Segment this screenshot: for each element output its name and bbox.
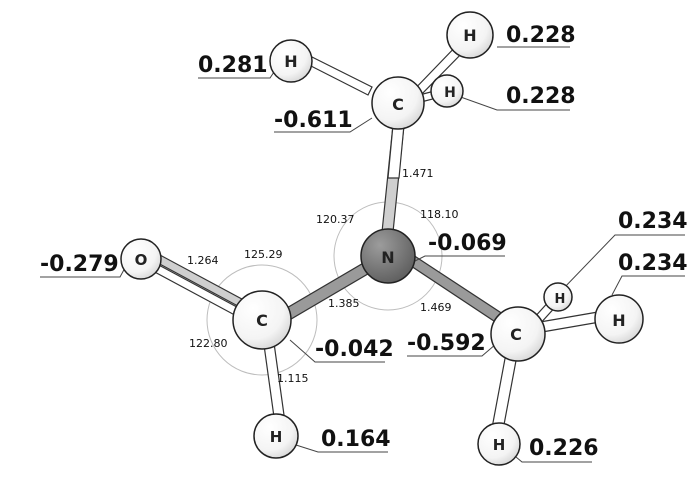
atom-h-right: H <box>594 294 644 344</box>
charge-h-right: 0.234 <box>618 251 688 276</box>
leader-h-bottom-left <box>295 444 388 453</box>
atom-h-top-right: H <box>446 11 494 59</box>
bond-length-n-c-top: 1.471 <box>402 167 434 180</box>
leader-h-right-back <box>561 234 685 291</box>
atom-label: H <box>493 436 506 454</box>
leader-c-right <box>407 343 497 357</box>
atom-label: H <box>444 85 456 101</box>
atom-label: H <box>270 428 283 446</box>
atom-c-top: C <box>371 76 425 130</box>
bond-length-c-h-left: 1.115 <box>277 372 309 385</box>
charge-h-right-back: 0.234 <box>618 209 688 234</box>
bond-c-o-1 <box>150 262 249 321</box>
angle-arc-carbonyl-carbon <box>206 264 318 376</box>
leader-h-top-back <box>454 94 570 111</box>
bond-length-n-c-right: 1.469 <box>420 301 452 314</box>
angle-o-c-h: 122.80 <box>189 337 228 350</box>
charge-labels: 0.281 0.228 0.228 -0.611 -0.069 -0.279 -… <box>40 23 688 461</box>
leader-h-right <box>611 275 685 296</box>
leader-c-left <box>289 339 385 363</box>
charge-n: -0.069 <box>428 231 507 256</box>
charge-h-bottom-left: 0.164 <box>321 427 391 452</box>
bond-length-n-c-left: 1.385 <box>328 297 360 310</box>
atom-n: N <box>360 228 416 284</box>
atom-h-bottom-right: H <box>477 422 521 466</box>
atom-label: N <box>381 248 394 267</box>
atoms: H H H C O C H N <box>120 11 644 466</box>
geometry-labels: 1.471 1.264 1.385 1.469 1.115 120.37 118… <box>187 167 459 385</box>
charge-c-right: -0.592 <box>407 331 486 356</box>
charge-h-top-back: 0.228 <box>506 84 576 109</box>
angle-o-c-n: 125.29 <box>244 248 283 261</box>
leader-c-top <box>274 117 373 133</box>
charge-h-bottom-right: 0.226 <box>529 436 599 461</box>
charge-c-top: -0.611 <box>274 108 353 133</box>
atom-h-right-back: H <box>543 282 573 312</box>
atom-label: H <box>463 26 476 45</box>
charge-h-top-right: 0.228 <box>506 23 576 48</box>
atom-label: O <box>135 251 148 269</box>
atom-h-bottom-left: H <box>253 413 299 459</box>
atom-c-right: C <box>490 306 546 362</box>
charge-h-top-left: 0.281 <box>198 53 268 78</box>
bond-length-c-o: 1.264 <box>187 254 219 267</box>
atom-label: H <box>612 311 625 330</box>
atom-label: C <box>256 311 268 330</box>
angle-c-top-n-c-left: 120.37 <box>316 213 355 226</box>
angle-c-top-n-c-right: 118.10 <box>420 208 459 221</box>
bond-c-top-h-top-left <box>308 56 373 96</box>
bond-c-right-h-right <box>539 311 601 333</box>
atom-h-top-left: H <box>269 39 313 83</box>
atom-o: O <box>120 238 162 280</box>
atom-c-left: C <box>232 290 292 350</box>
atom-h-top-back: H <box>430 74 464 108</box>
atom-label: C <box>510 325 522 344</box>
charge-c-left: -0.042 <box>315 337 394 362</box>
atom-label: H <box>284 52 297 71</box>
leader-n <box>412 255 505 263</box>
atom-label: H <box>555 292 566 307</box>
charge-o: -0.279 <box>40 252 119 277</box>
atom-label: C <box>392 95 404 114</box>
